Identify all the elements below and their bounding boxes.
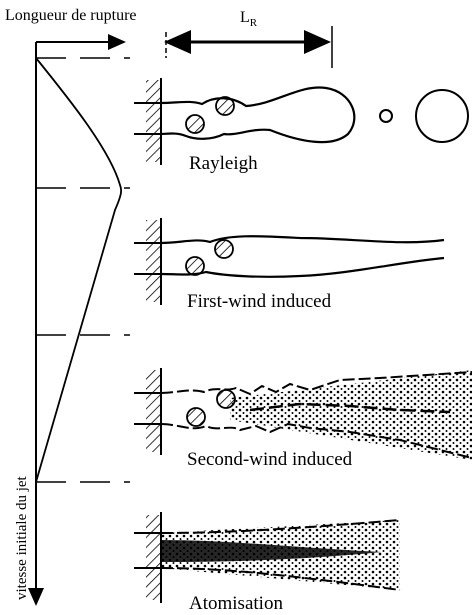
breakup-length-curve [36, 58, 121, 482]
regime-label-first-wind: First-wind induced [187, 292, 331, 311]
second-wind-jet [134, 368, 472, 460]
regime-boundaries [36, 58, 130, 482]
regime-label-atomisation: Atomisation [189, 594, 283, 613]
lr-label: LR [240, 10, 257, 29]
lr-subscript: R [250, 17, 257, 29]
atomisation-jet [134, 512, 400, 603]
breakup-length-label: Longueur de rupture [5, 8, 137, 24]
jet-velocity-label: vitesse initiale du jet [15, 476, 30, 600]
rayleigh-jet [134, 78, 468, 165]
regime-label-rayleigh: Rayleigh [189, 154, 258, 173]
regime-label-second-wind: Second-wind induced [187, 450, 352, 469]
lr-symbol: L [240, 9, 250, 26]
lr-dimension [166, 26, 332, 68]
